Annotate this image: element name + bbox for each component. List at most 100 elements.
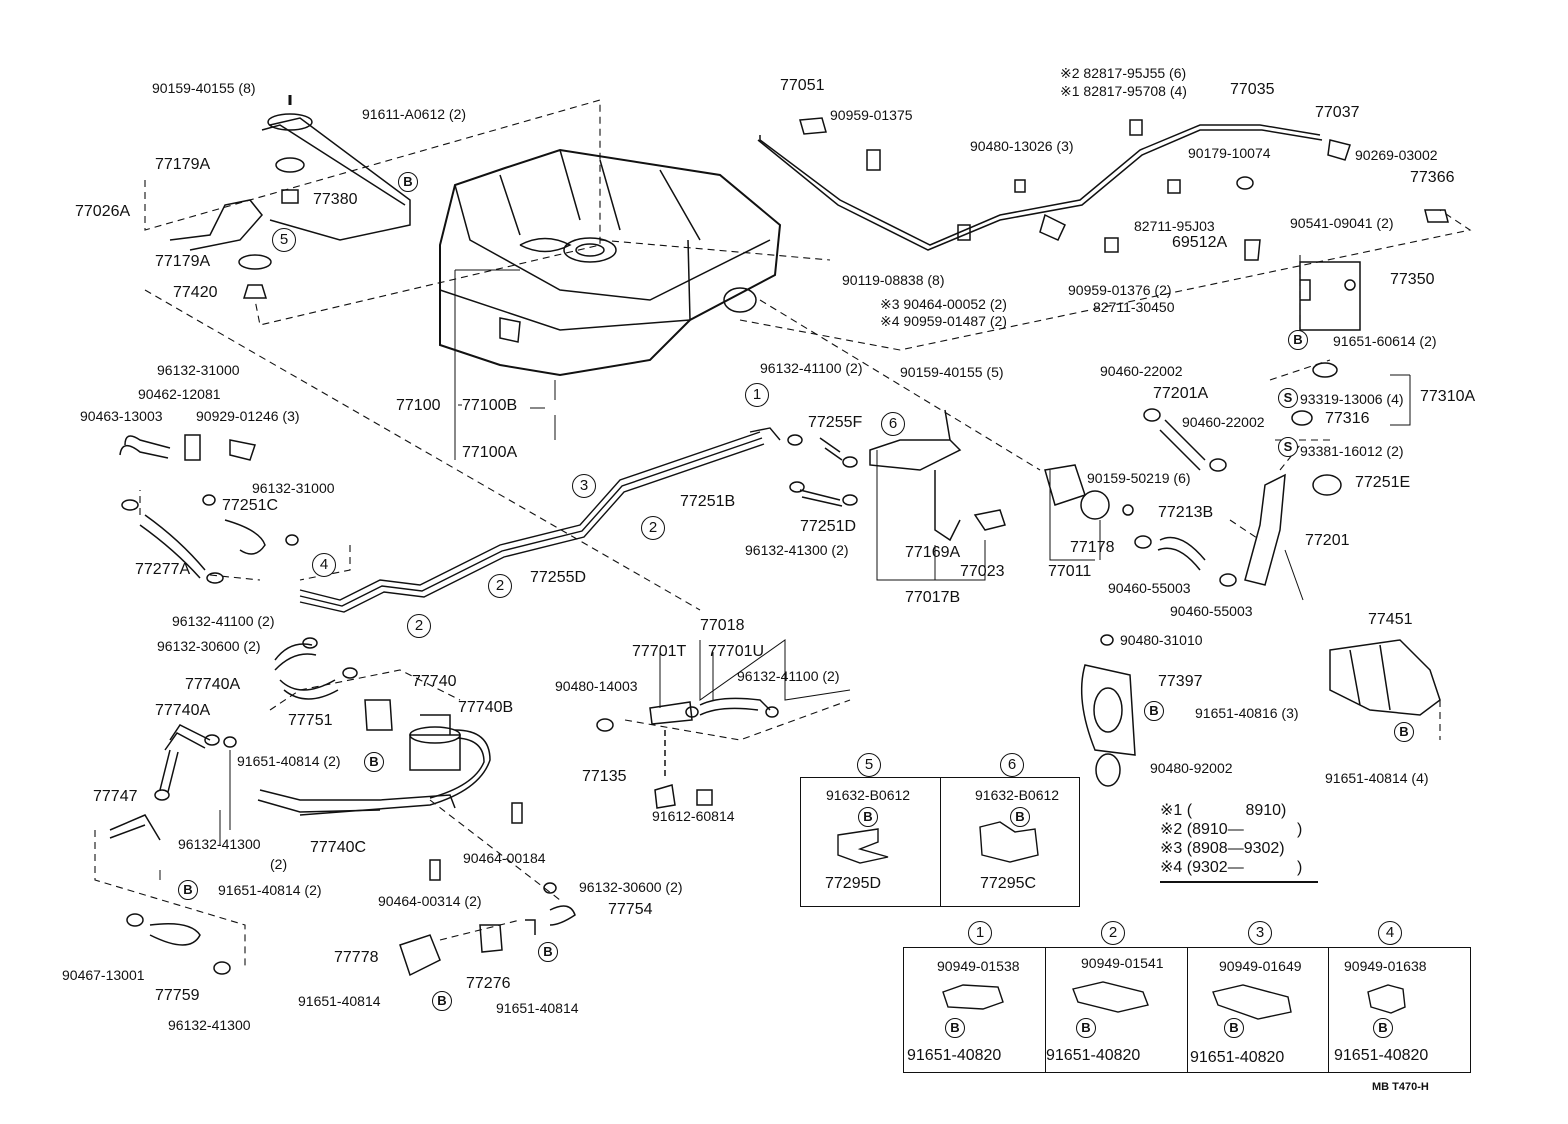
callout-label: 90463-13003 (80, 408, 163, 424)
detail-number-3: 3 (1248, 921, 1272, 945)
bolt-part-number: 91651-40820 (1190, 1049, 1285, 1066)
marker-b: B (1288, 330, 1308, 350)
callout-label: 69512A (1172, 234, 1228, 251)
callout-label: 77037 (1315, 104, 1360, 121)
callout-label: ※3 90464-00052 (2) (880, 296, 1007, 312)
callout-label: 77018 (700, 617, 745, 634)
fuel-line-bundle (299, 427, 781, 613)
callout-label: 90460-55003 (1108, 580, 1191, 596)
callout-label: 77701U (708, 643, 765, 660)
callout-label: 93319-13006 (4) (1300, 391, 1404, 407)
callout-label: 96132-31000 (157, 362, 240, 378)
callout-label: 90959-01376 (2) (1068, 282, 1172, 298)
callout-label: 77213B (1158, 504, 1214, 521)
marker-5: 5 (272, 228, 296, 252)
clamp-part-number: 90949-01538 (937, 958, 1020, 974)
callout-label: 77169A (905, 544, 961, 561)
callout-label: 90480-13026 (3) (970, 138, 1074, 154)
callout-label: 91611-A0612 (2) (362, 106, 467, 122)
callout-label: 96132-30600 (2) (157, 638, 261, 654)
callout-label: 77026A (75, 203, 131, 220)
callout-label: 77011 (1048, 563, 1092, 580)
callout-label: 96132-41100 (2) (737, 668, 840, 684)
callout-label: 96132-41300 (168, 1017, 251, 1033)
clamp-part-number: 90949-01649 (1219, 958, 1302, 974)
callout-label: 90929-01246 (3) (196, 408, 300, 424)
callout-label: 96132-41100 (2) (172, 613, 275, 629)
marker-4: 4 (312, 553, 336, 577)
legend-underline (1160, 881, 1318, 883)
callout-label: 90480-92002 (1150, 760, 1233, 776)
marker-b: B (1010, 807, 1030, 827)
callout-label: 90460-22002 (1100, 363, 1183, 379)
detail-number-6: 6 (1000, 753, 1024, 777)
detail-box-5-6 (800, 777, 1080, 907)
filler-pipe (1134, 239, 1361, 587)
callout-label: 77023 (960, 563, 1005, 580)
callout-label: 77451 (1368, 611, 1413, 628)
callout-label: 96132-41300 (178, 836, 261, 852)
clamp-drawings (942, 981, 1406, 1020)
callout-label: 77035 (1230, 81, 1275, 98)
callout-label: 96132-30600 (2) (579, 879, 683, 895)
callout-label: 77201A (1153, 385, 1209, 402)
callout-label: 77179A (155, 156, 211, 173)
callout-label: 96132-31000 (252, 480, 335, 496)
marker-b: B (1076, 1018, 1096, 1038)
marker-2: 2 (641, 516, 665, 540)
callout-label: 90460-55003 (1170, 603, 1253, 619)
callout-label: 90464-00314 (2) (378, 893, 482, 909)
canister-assembly (109, 699, 576, 977)
fuel-tank-drawing (439, 148, 782, 377)
callout-label: 77251C (222, 497, 279, 514)
legend-row: ※3 (8908—9302) (1160, 840, 1285, 857)
vent-line (757, 117, 1449, 253)
callout-label: 93381-16012 (2) (1300, 443, 1404, 459)
callout-label: 91651-40814 (298, 993, 381, 1009)
callout-label: 77277A (135, 561, 191, 578)
callout-label: 77179A (155, 253, 211, 270)
marker-s: S (1278, 388, 1298, 408)
callout-label: 90464-00184 (463, 850, 546, 866)
legend-notes: ※1 ( 8910) ※2 (8910— ) ※3 (8908—9302) ※4… (1160, 803, 1320, 883)
marker-b: B (858, 807, 878, 827)
fuel-pump-assembly (787, 409, 1134, 542)
detail-part-number: 91632-B0612 (975, 787, 1060, 803)
check-valve (596, 697, 779, 809)
callout-label: 77178 (1070, 539, 1115, 556)
callout-label: 91651-40816 (3) (1195, 705, 1299, 721)
marker-6: 6 (881, 412, 905, 436)
diagram-code: MB T470-H (1372, 1081, 1429, 1093)
callout-label: 77255F (808, 414, 863, 431)
bolt-part-number: 91651-40820 (907, 1047, 1002, 1064)
callout-label: 77051 (780, 77, 825, 94)
callout-label: 77251D (800, 518, 857, 535)
callout-label: 77740B (458, 699, 514, 716)
detail-number-2: 2 (1101, 921, 1125, 945)
callout-label: 77316 (1325, 410, 1370, 427)
callout-label: 77201 (1305, 532, 1350, 549)
detail-box-1-4 (903, 947, 1471, 1073)
callout-label: 77350 (1390, 271, 1435, 288)
marker-b: B (538, 942, 558, 962)
callout-label: 77397 (1158, 673, 1203, 690)
callout-label: 82711-95J03 (1134, 218, 1215, 234)
callout-label: 91651-60614 (2) (1333, 333, 1437, 349)
callout-label: 77100 (396, 397, 441, 414)
callout-label: 91651-40814 (2) (218, 882, 322, 898)
callout-label: (2) (270, 856, 288, 872)
clamp-part-number: 90949-01541 (1081, 955, 1164, 971)
callout-label: 90159-40155 (8) (152, 80, 256, 96)
marker-b: B (1373, 1018, 1393, 1038)
callout-label: 77380 (313, 191, 358, 208)
marker-1: 1 (745, 383, 769, 407)
callout-label: 77701T (632, 643, 687, 660)
callout-label: 77310A (1420, 388, 1476, 405)
callout-label: 96132-41100 (2) (760, 360, 863, 376)
bolt-part-number: 91651-40820 (1334, 1047, 1429, 1064)
callout-label: 77759 (155, 987, 200, 1004)
callout-label: 77251E (1355, 474, 1411, 491)
bolt-part-number: 91651-40820 (1046, 1047, 1141, 1064)
callout-label: 90159-50219 (6) (1087, 470, 1191, 486)
